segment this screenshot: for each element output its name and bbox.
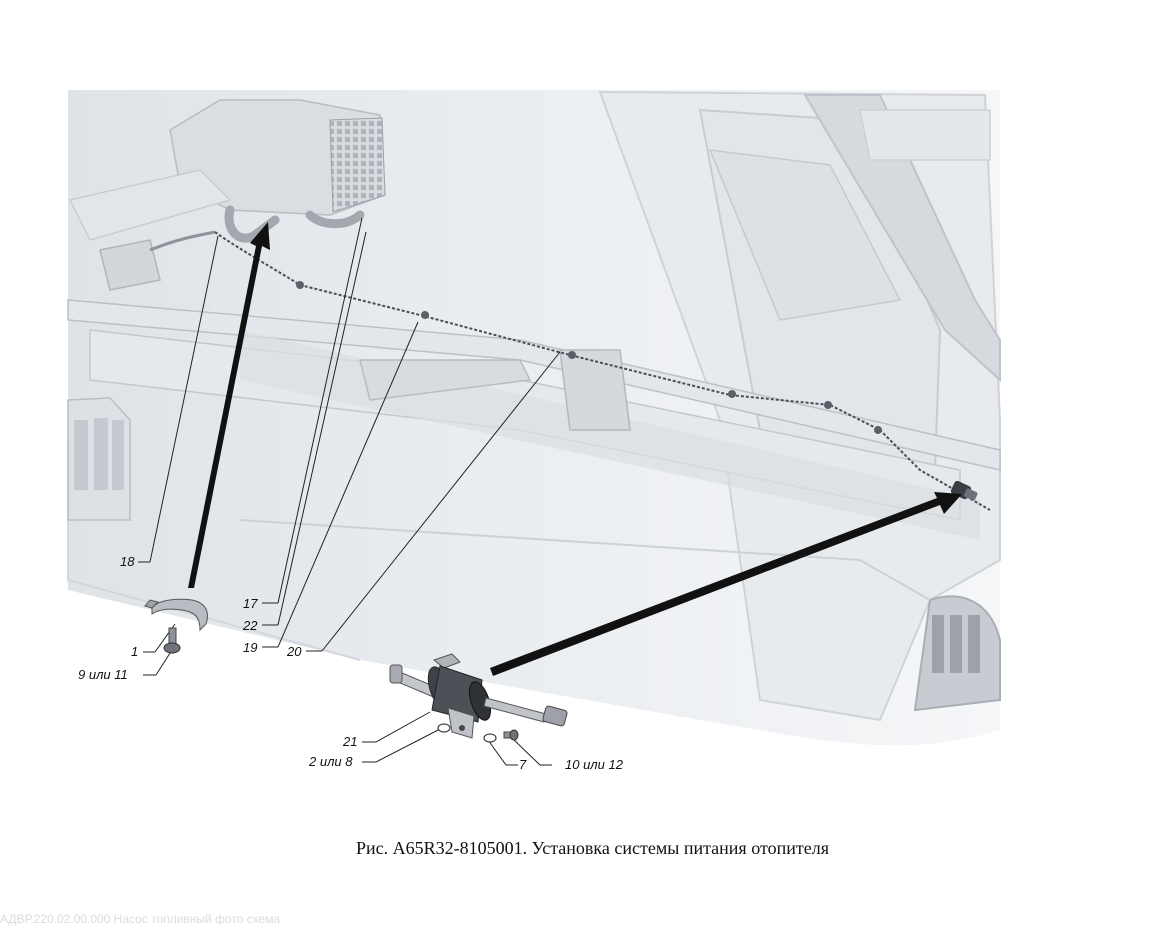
fuel-pump-detail	[389, 653, 568, 743]
arrow-to-pump	[490, 492, 962, 676]
line-clip	[296, 281, 304, 289]
callout-21: 21	[342, 734, 357, 749]
washer-2-8	[437, 723, 451, 733]
washer-7	[483, 733, 497, 743]
callout-1: 1	[131, 644, 138, 659]
line-clip	[728, 390, 736, 398]
fuel-line	[214, 231, 991, 511]
arrow-to-heater	[188, 222, 270, 588]
callout-20: 20	[286, 644, 302, 659]
vehicle-background	[67, 90, 1001, 746]
line-clip	[824, 401, 832, 409]
callout-7: 7	[519, 757, 527, 772]
callout-22: 22	[242, 618, 258, 633]
line-clip	[568, 351, 576, 359]
callout-17: 17	[243, 596, 258, 611]
leader-lines	[138, 217, 561, 766]
pointer-arrows	[188, 222, 962, 676]
bolt-head	[163, 642, 181, 654]
callout-2-or-8: 2 или 8	[308, 754, 353, 769]
callout-9-or-11: 9 или 11	[78, 667, 128, 682]
callout-labels: 18 17 22 19 20 1 9 или 11 21 2 или 8 7 1…	[78, 554, 624, 772]
line-clip	[421, 311, 429, 319]
clamp-detail	[144, 598, 208, 654]
watermark: АДВР.220.02.00.000 Насос топливный фото …	[0, 912, 281, 926]
figure-caption: Рис. A65R32-8105001. Установка системы п…	[356, 838, 829, 858]
callout-10-or-12: 10 или 12	[565, 757, 624, 772]
line-clip	[874, 426, 882, 434]
bolt	[168, 627, 177, 645]
bolt-10-12	[503, 729, 519, 741]
callout-19: 19	[243, 640, 257, 655]
callout-18: 18	[120, 554, 135, 569]
